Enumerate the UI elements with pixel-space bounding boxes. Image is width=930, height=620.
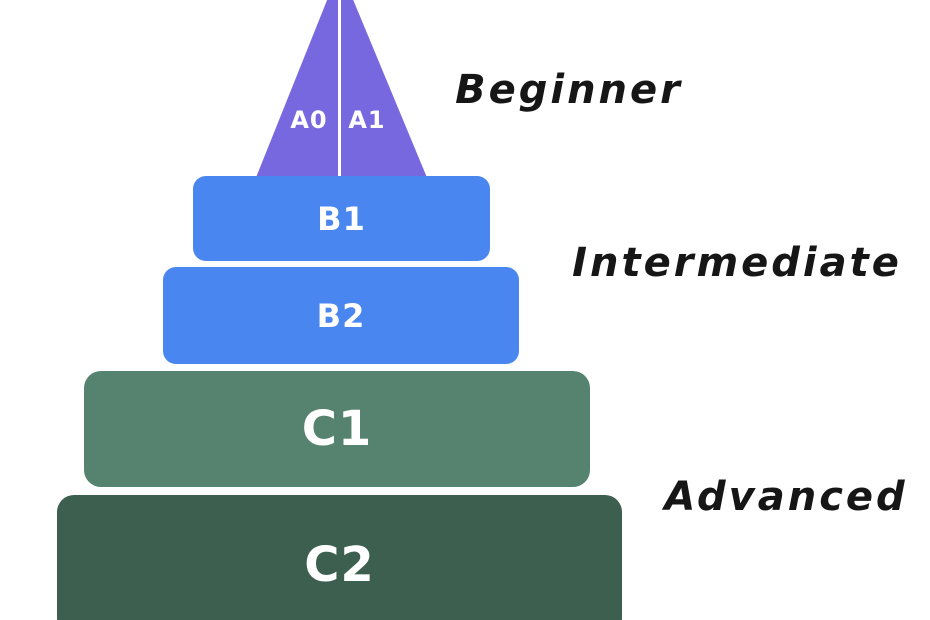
tier-b1: B1 xyxy=(193,176,490,261)
apex-triangle xyxy=(255,0,428,180)
stage-label-intermediate: Intermediate xyxy=(572,240,902,286)
tier-label: C1 xyxy=(301,401,373,457)
tier-c1: C1 xyxy=(84,371,590,487)
stage-label-advanced: Advanced xyxy=(664,474,908,520)
tier-label: B1 xyxy=(317,199,366,238)
level-label-a1: A1 xyxy=(348,106,386,134)
tier-b2: B2 xyxy=(163,267,519,364)
apex-divider-line xyxy=(338,0,341,177)
tier-label: B2 xyxy=(316,296,366,335)
stage-label-beginner: Beginner xyxy=(455,67,683,113)
tier-label: C2 xyxy=(304,537,375,593)
tier-c2: C2 xyxy=(57,495,622,620)
level-label-a0: A0 xyxy=(290,106,328,134)
